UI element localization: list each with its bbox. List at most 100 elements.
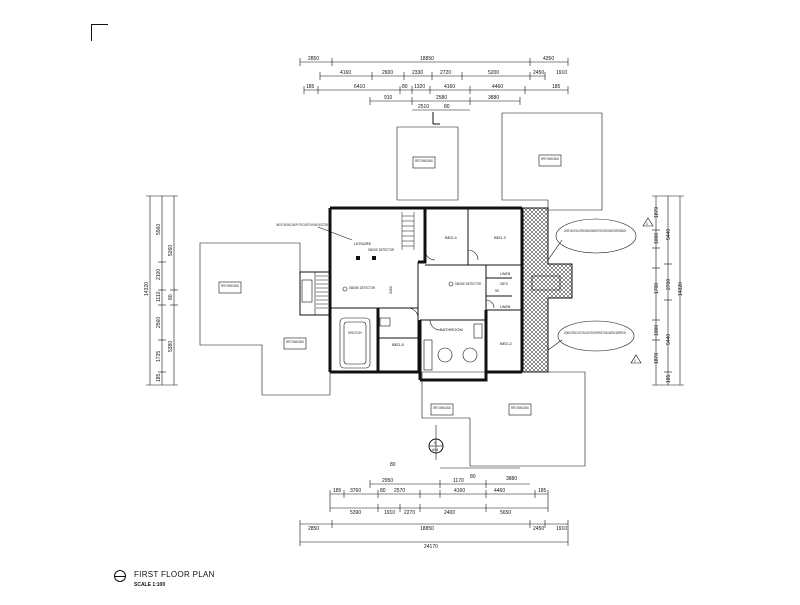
room-leisure: LEISURE <box>354 241 371 246</box>
dim-right-4: 185 <box>666 374 672 383</box>
dim-top-2f: 2450 <box>533 70 544 76</box>
sheet-corner-mark <box>91 24 108 41</box>
dim-bot-1a: 80 <box>390 462 396 468</box>
dim-90: 90 <box>495 289 499 293</box>
dim-right-inner-1: 1870 <box>654 207 660 218</box>
dim-top-3e: 4160 <box>444 84 455 90</box>
section-letter: A <box>434 441 437 445</box>
dim-bot-4d: 2400 <box>444 510 455 516</box>
dim-right-3: 5440 <box>666 334 672 345</box>
dim-right-2: 2700 <box>666 279 672 290</box>
callout-1: 1 <box>646 222 648 226</box>
dim-bot-2c: 80 <box>470 474 476 480</box>
dim-left-inner-3: 5380 <box>168 341 174 352</box>
smoke-detector-3: SMOKE DETECTOR <box>368 248 394 252</box>
dim-bot-3b: 3760 <box>350 488 361 494</box>
dim-2870: 2870 <box>500 282 508 286</box>
dim-bot-3e: 4160 <box>454 488 465 494</box>
dim-left-2: 2100 <box>156 269 162 280</box>
room-bathroom: BATHROOM <box>440 327 463 332</box>
refer-tag-6: REFER TO DRAWING 3008/A01 <box>511 406 529 410</box>
linen-1: LINEN <box>500 272 511 276</box>
building-walls <box>299 206 524 382</box>
dim-left-inner-1: 5260 <box>168 245 174 256</box>
dim-bot-2a: 2950 <box>382 478 393 484</box>
dim-top-2e: 5200 <box>488 70 499 76</box>
dim-left-1: 5560 <box>156 224 162 235</box>
right-dimensions: 14320 5440 2700 5440 185 1870 1000 1700 … <box>652 195 684 386</box>
dim-bot-5c: 2450 <box>533 526 544 532</box>
dim-bot-4c: 2270 <box>404 510 415 516</box>
dim-top-3c: 80 <box>402 84 408 90</box>
dim-top-4b: 2580 <box>436 95 447 101</box>
dim-left-3: 1110 <box>156 291 162 302</box>
drawing-title: FIRST FLOOR PLAN <box>134 570 215 579</box>
dim-top-2g: 1910 <box>556 70 567 76</box>
dim-top-2b: 2600 <box>382 70 393 76</box>
linen-2: LINEN <box>500 305 511 309</box>
dim-right-inner-2: 1000 <box>654 233 660 244</box>
dim-top-4c: 3880 <box>488 95 499 101</box>
dim-bot-2b: 1170 <box>453 478 464 484</box>
dim-top-3g: 185 <box>552 84 561 90</box>
dim-left-5: 1735 <box>156 351 162 362</box>
dim-left-inner-2: 80 <box>168 294 174 300</box>
title-marker-icon <box>114 570 126 582</box>
dim-bot-3f: 4460 <box>494 488 505 494</box>
balcony <box>521 207 573 373</box>
dim-bot-1b: 3880 <box>506 476 517 482</box>
dim-bot-5d: 1910 <box>556 526 567 532</box>
dim-top-1a: 2850 <box>308 56 319 62</box>
bottom-dimensions: 80 3880 2950 1170 80 185 3760 80 2570 41… <box>299 462 569 550</box>
dim-bot-4b: 1910 <box>384 510 395 516</box>
dim-top-3d: 1320 <box>414 84 425 90</box>
dim-left-overall: 14320 <box>144 282 150 296</box>
dim-top-3f: 4460 <box>492 84 503 90</box>
dim-bot-4a: 5390 <box>350 510 361 516</box>
dim-bot-4e: 5650 <box>500 510 511 516</box>
dim-top-4a: 910 <box>384 95 393 101</box>
dim-right-overall: 14320 <box>678 282 684 296</box>
dim-right-1: 5440 <box>666 229 672 240</box>
room-bed3: BED-3 <box>494 235 507 240</box>
room-labels: LEISURE BED-4 BED-3 BED-5 BED-2 BATHROOM… <box>348 235 513 347</box>
dim-bot-5a: 2850 <box>308 526 319 532</box>
dim-top-3b: 6410 <box>354 84 365 90</box>
dim-top-2d: 2720 <box>440 70 451 76</box>
dim-bot-overall: 24170 <box>424 544 438 550</box>
section-sheet: A04 <box>432 448 438 452</box>
dim-bot-3g: 185 <box>538 488 547 494</box>
dim-top-3a: 185 <box>306 84 315 90</box>
refer-tag-4: REFER TO DRAWING 3008/A01 <box>286 340 304 344</box>
annotation-notes: LINE OF GROUND CANOPY FOR CLARITY SHOWN … <box>276 217 654 364</box>
dim-top-5b: 80 <box>444 104 450 110</box>
room-view-study: VIEW STUDY <box>348 330 362 335</box>
section-marker: A A04 <box>428 425 444 460</box>
drawing-scale: SCALE 1:100 <box>134 582 166 588</box>
dim-top-5a: 2510 <box>418 104 429 110</box>
smoke-detector-2: SMOKE DETECTOR <box>455 282 481 286</box>
note-balcony-substrate: SUBSTRATE TO BALCONY SHALL BE APPROVED B… <box>564 229 626 233</box>
dim-bot-3c: 80 <box>380 488 386 494</box>
dim-bot-3d: 2570 <box>394 488 405 494</box>
dim-top-2a: 4160 <box>340 70 351 76</box>
refer-tag-2: REFER TO DRAWING 3008/A01 <box>541 157 559 161</box>
drawing-title-block: FIRST FLOOR PLAN SCALE 1:100 <box>112 566 292 596</box>
smoke-detector-1: SMOKE DETECTOR <box>349 286 375 290</box>
refer-tag-5: REFER TO DRAWING 3008/A01 <box>433 406 451 410</box>
room-bed4: BED-4 <box>445 235 458 240</box>
refer-tag-3: REFER TO DRAWING 3008/A01 <box>221 284 239 288</box>
dim-right-inner-4: 1000 <box>654 325 660 336</box>
note-balcony-tiles: CERAMIC EXTERNAL TILES TO BALCONY WITH W… <box>564 331 626 335</box>
top-dimensions: 2850 18850 4350 4160 2600 2330 2720 5200… <box>299 56 569 125</box>
room-bed2: BED-2 <box>500 341 513 346</box>
left-dimensions: 14320 5560 2100 1110 2560 1735 185 5260 … <box>144 195 178 386</box>
dim-top-1c: 4350 <box>543 56 554 62</box>
callout-2: 2 <box>634 359 636 363</box>
note-line-of-ground: LINE OF GROUND CANOPY FOR CLARITY SHOWN … <box>276 223 328 227</box>
reference-tags: REFER TO DRAWING 3008/A01 REFER TO DRAWI… <box>218 154 562 416</box>
dim-left-6: 185 <box>156 373 162 382</box>
dim-bot-5b: 18850 <box>420 526 434 532</box>
dim-left-4: 2560 <box>156 317 162 328</box>
